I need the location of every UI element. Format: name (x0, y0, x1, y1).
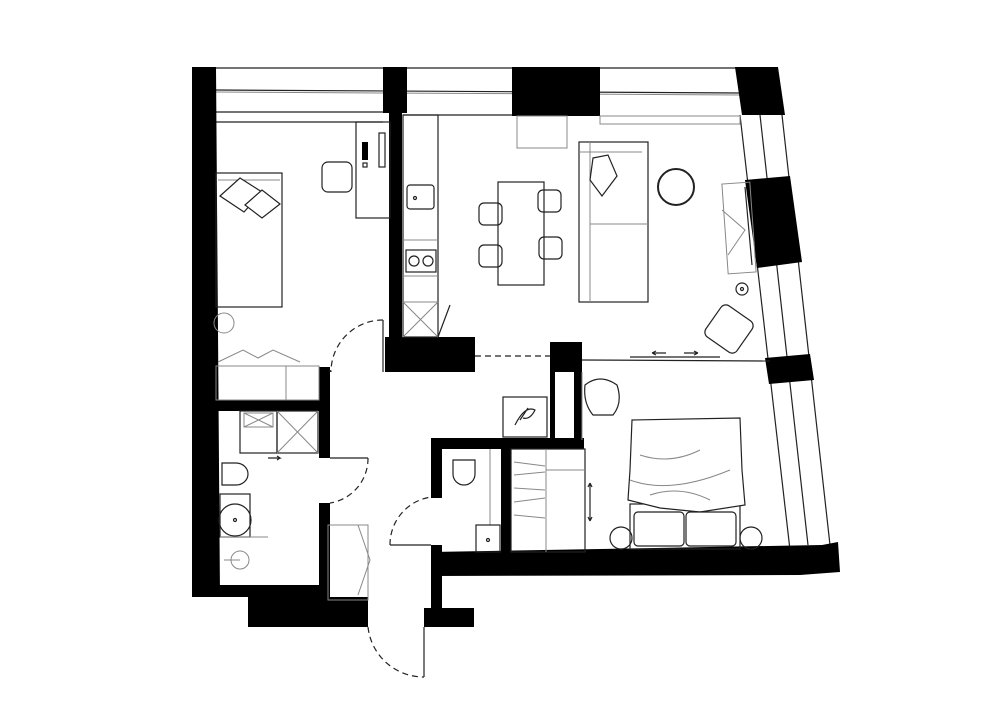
entrance-door-swing[interactable] (367, 626, 425, 678)
interior-wall (192, 585, 330, 597)
kitchen-wall-block (385, 337, 475, 372)
nightstand (609, 526, 633, 550)
bedroom (502, 372, 763, 553)
wall-pier (512, 67, 600, 116)
sliding-partition (581, 359, 771, 362)
toilet (452, 459, 476, 486)
doors (329, 319, 771, 678)
duvet (627, 417, 746, 513)
bathroom-door-swing[interactable] (329, 457, 369, 504)
interior-wall (431, 545, 442, 627)
monitor (378, 132, 386, 168)
washing-machine (239, 410, 278, 454)
pillar (574, 372, 582, 438)
toilet-room (452, 449, 501, 553)
bedroom-chair (584, 378, 620, 416)
interior-wall (501, 448, 511, 552)
interior-wall (389, 112, 402, 372)
bedroom-study (213, 121, 391, 401)
wall-pier (745, 176, 802, 268)
wall-pier (765, 354, 814, 384)
armchair (704, 304, 754, 354)
pillar (550, 342, 582, 372)
plant-box (502, 396, 548, 438)
wall-pier (383, 67, 407, 113)
corner-pier (735, 67, 785, 115)
sofa (578, 141, 649, 303)
wardrobe (510, 448, 586, 553)
pillow (633, 511, 685, 547)
keyboard (362, 142, 368, 160)
interior-wall (424, 608, 474, 627)
walls (192, 67, 840, 627)
bottom-outer-wall (431, 542, 840, 576)
fridge (402, 301, 439, 338)
side-table (735, 282, 749, 296)
tv-stand (721, 181, 757, 275)
pillow (685, 511, 737, 547)
small-sink (475, 524, 501, 553)
nightstand (739, 526, 763, 550)
dining-table (497, 181, 545, 286)
hob (405, 249, 437, 273)
interior-wall (431, 438, 442, 498)
interior-wall (248, 597, 368, 627)
desk-chair (321, 161, 353, 193)
left-outer-wall (192, 67, 220, 597)
sliding-arrow-icon (651, 350, 699, 356)
sink (218, 503, 252, 537)
pillow (244, 189, 281, 219)
interior-wall (216, 400, 330, 411)
sink (406, 184, 435, 210)
plant-icon (514, 407, 536, 426)
sliding-arrow-icon (587, 482, 593, 522)
sink-cabinet (219, 493, 251, 538)
arrow-icon (268, 455, 282, 461)
interior-wall (319, 503, 330, 597)
bedroom-door-swing[interactable] (330, 319, 384, 373)
coffee-table (657, 168, 695, 206)
bathroom (218, 410, 371, 601)
closet (215, 349, 320, 401)
dining-chairs (478, 189, 563, 268)
kitchen-living (402, 114, 757, 354)
shower (276, 410, 319, 454)
kitchen-counter (402, 114, 439, 338)
cushion (589, 154, 618, 197)
interior-wall (319, 367, 330, 458)
pillar (550, 372, 555, 438)
single-bed (215, 172, 283, 308)
toilet (221, 462, 249, 486)
interior-wall (431, 438, 584, 449)
desk (355, 121, 391, 219)
toilet-door-swing[interactable] (389, 496, 432, 546)
